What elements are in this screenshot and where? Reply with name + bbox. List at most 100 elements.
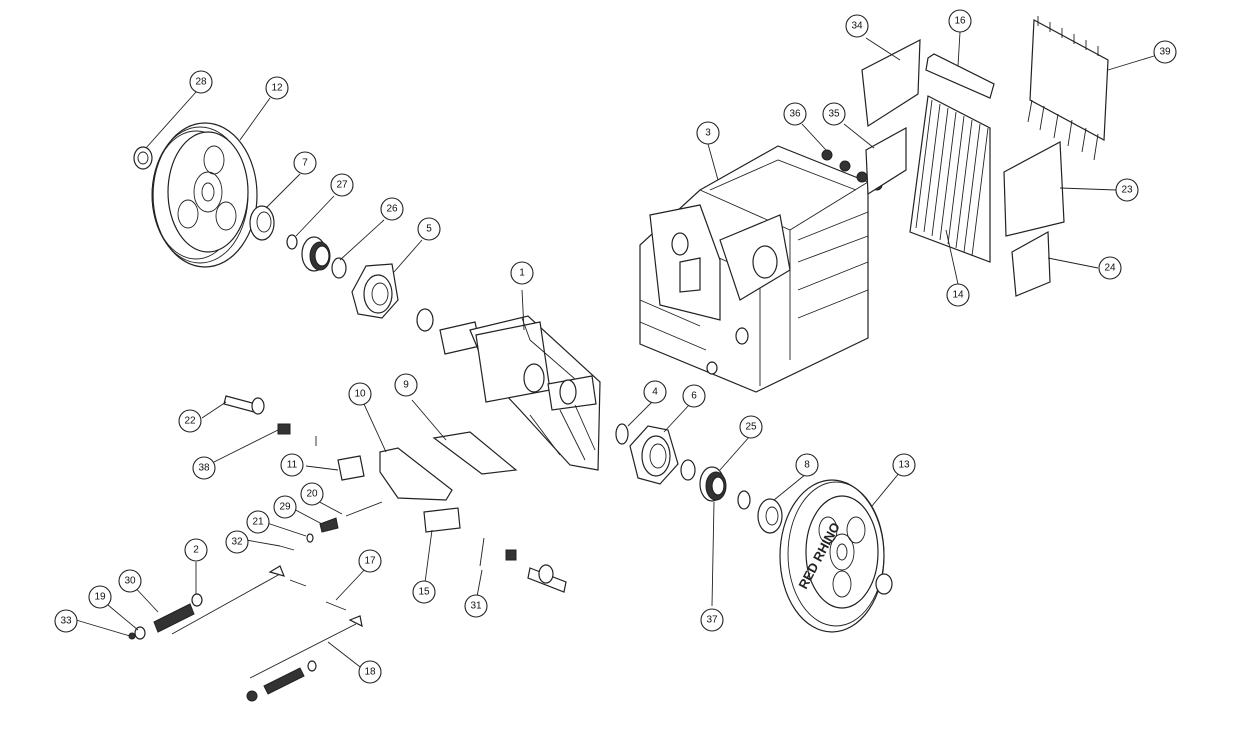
part-3-main-frame: [639, 145, 869, 393]
part-small-rod: [289, 579, 307, 587]
callout-label: 27: [336, 180, 348, 191]
part-shaft-sleeve: [416, 308, 434, 332]
callout-label: 30: [124, 576, 136, 587]
part-hub-ring: [875, 573, 893, 595]
callout-19: 19: [88, 585, 112, 609]
callout-bubbles: 28 12 7 27 26 5 1 3 36 35 34 16 39 23 24…: [54, 9, 1177, 684]
part-20-pin: [345, 501, 383, 517]
callout-label: 2: [193, 545, 199, 556]
callout-15: 15: [412, 580, 436, 604]
callout-24: 24: [1098, 256, 1122, 280]
callout-label: 25: [745, 422, 757, 433]
callout-28: 28: [189, 70, 213, 94]
callout-2: 2: [184, 538, 208, 562]
callout-23: 23: [1115, 178, 1139, 202]
callout-39: 39: [1153, 40, 1177, 64]
callout-31: 31: [464, 594, 488, 618]
callout-label: 1: [519, 268, 525, 279]
callout-12: 12: [265, 76, 289, 100]
part-31-bolt: [479, 537, 485, 567]
callout-13: 13: [892, 453, 916, 477]
callout-29: 29: [273, 495, 297, 519]
callout-label: 33: [60, 616, 72, 627]
callout-label: 18: [364, 667, 376, 678]
part-14-fixed-jaw-plate: [909, 95, 991, 263]
callout-36: 36: [783, 102, 807, 126]
part-5-bearing-housing: [351, 263, 399, 319]
part-23-cheek-plate: [1003, 141, 1065, 237]
part-34-cheek-plate-upper: [861, 38, 921, 128]
callout-25: 25: [739, 415, 763, 439]
part-21-washer: [306, 533, 314, 543]
callout-20: 20: [300, 482, 324, 506]
callout-label: 4: [652, 387, 658, 398]
callout-label: 38: [198, 463, 210, 474]
callout-6: 6: [682, 384, 706, 408]
parts-illustration: RED RHINO: [128, 16, 1109, 702]
callout-label: 21: [252, 517, 264, 528]
callout-label: 22: [184, 416, 196, 427]
callout-7: 7: [293, 151, 317, 175]
callout-label: 24: [1104, 263, 1116, 274]
part-6-bearing-housing: [629, 425, 679, 485]
callout-26: 26: [380, 197, 404, 221]
callout-30: 30: [118, 569, 142, 593]
part-22-tension-rod: [223, 395, 265, 415]
part-17-pin: [325, 601, 347, 611]
callout-label: 8: [804, 460, 810, 471]
callout-label: 34: [851, 21, 863, 32]
callout-label: 11: [287, 460, 298, 471]
part-2-washer: [191, 593, 203, 607]
part-29-spring: [319, 517, 339, 533]
part-26-spacer-ring: [331, 257, 347, 279]
part-30-tension-spring: [153, 565, 286, 635]
callout-label: 13: [898, 460, 910, 471]
callout-label: 23: [1121, 185, 1133, 196]
part-12-flywheel-pulley: [151, 122, 258, 268]
part-shaft-stub: [505, 549, 567, 593]
callout-label: 6: [691, 391, 697, 402]
callout-label: 35: [828, 109, 840, 120]
callout-38: 38: [192, 456, 216, 480]
callout-14: 14: [946, 283, 970, 307]
part-16-retaining-bar: [925, 53, 995, 99]
part-1-eccentric-shaft-swing-jaw: [439, 315, 601, 471]
part-o-ring: [680, 459, 696, 481]
callout-16: 16: [948, 9, 972, 33]
part-25-bearing: [699, 466, 727, 502]
callout-18: 18: [358, 660, 382, 684]
callout-label: 5: [426, 224, 432, 235]
leader-lines: [75, 31, 1155, 671]
callout-label: 39: [1159, 47, 1171, 58]
callout-22: 22: [178, 409, 202, 433]
callout-5: 5: [417, 217, 441, 241]
callout-21: 21: [246, 510, 270, 534]
callout-32: 32: [225, 530, 249, 554]
part-27-bearing: [301, 236, 331, 272]
callout-label: 36: [789, 109, 801, 120]
part-o-ring-small: [286, 234, 298, 250]
part-10-toggle-seat: [379, 447, 453, 501]
callout-label: 17: [364, 556, 376, 567]
part-7-bearing-cover: [249, 205, 275, 241]
part-11-wedge-block: [337, 455, 365, 481]
part-39-swing-jaw-plate: [1027, 16, 1109, 161]
part-28-seal-ring: [133, 146, 153, 170]
callout-label: 28: [195, 77, 207, 88]
callout-9: 9: [394, 373, 418, 397]
callout-3: 3: [696, 121, 720, 145]
part-4-seal: [615, 423, 629, 445]
callout-label: 26: [386, 204, 398, 215]
callout-37: 37: [700, 608, 724, 632]
callout-34: 34: [845, 14, 869, 38]
callout-35: 35: [822, 102, 846, 126]
callout-label: 16: [954, 16, 966, 27]
callout-17: 17: [358, 549, 382, 573]
part-32-bolt: [279, 545, 295, 551]
callout-11: 11: [280, 453, 304, 477]
part-8-bearing-cover: [757, 498, 783, 534]
callout-label: 14: [952, 290, 964, 301]
callout-label: 3: [705, 128, 711, 139]
part-35-cheek-plate-lower: [865, 126, 907, 196]
